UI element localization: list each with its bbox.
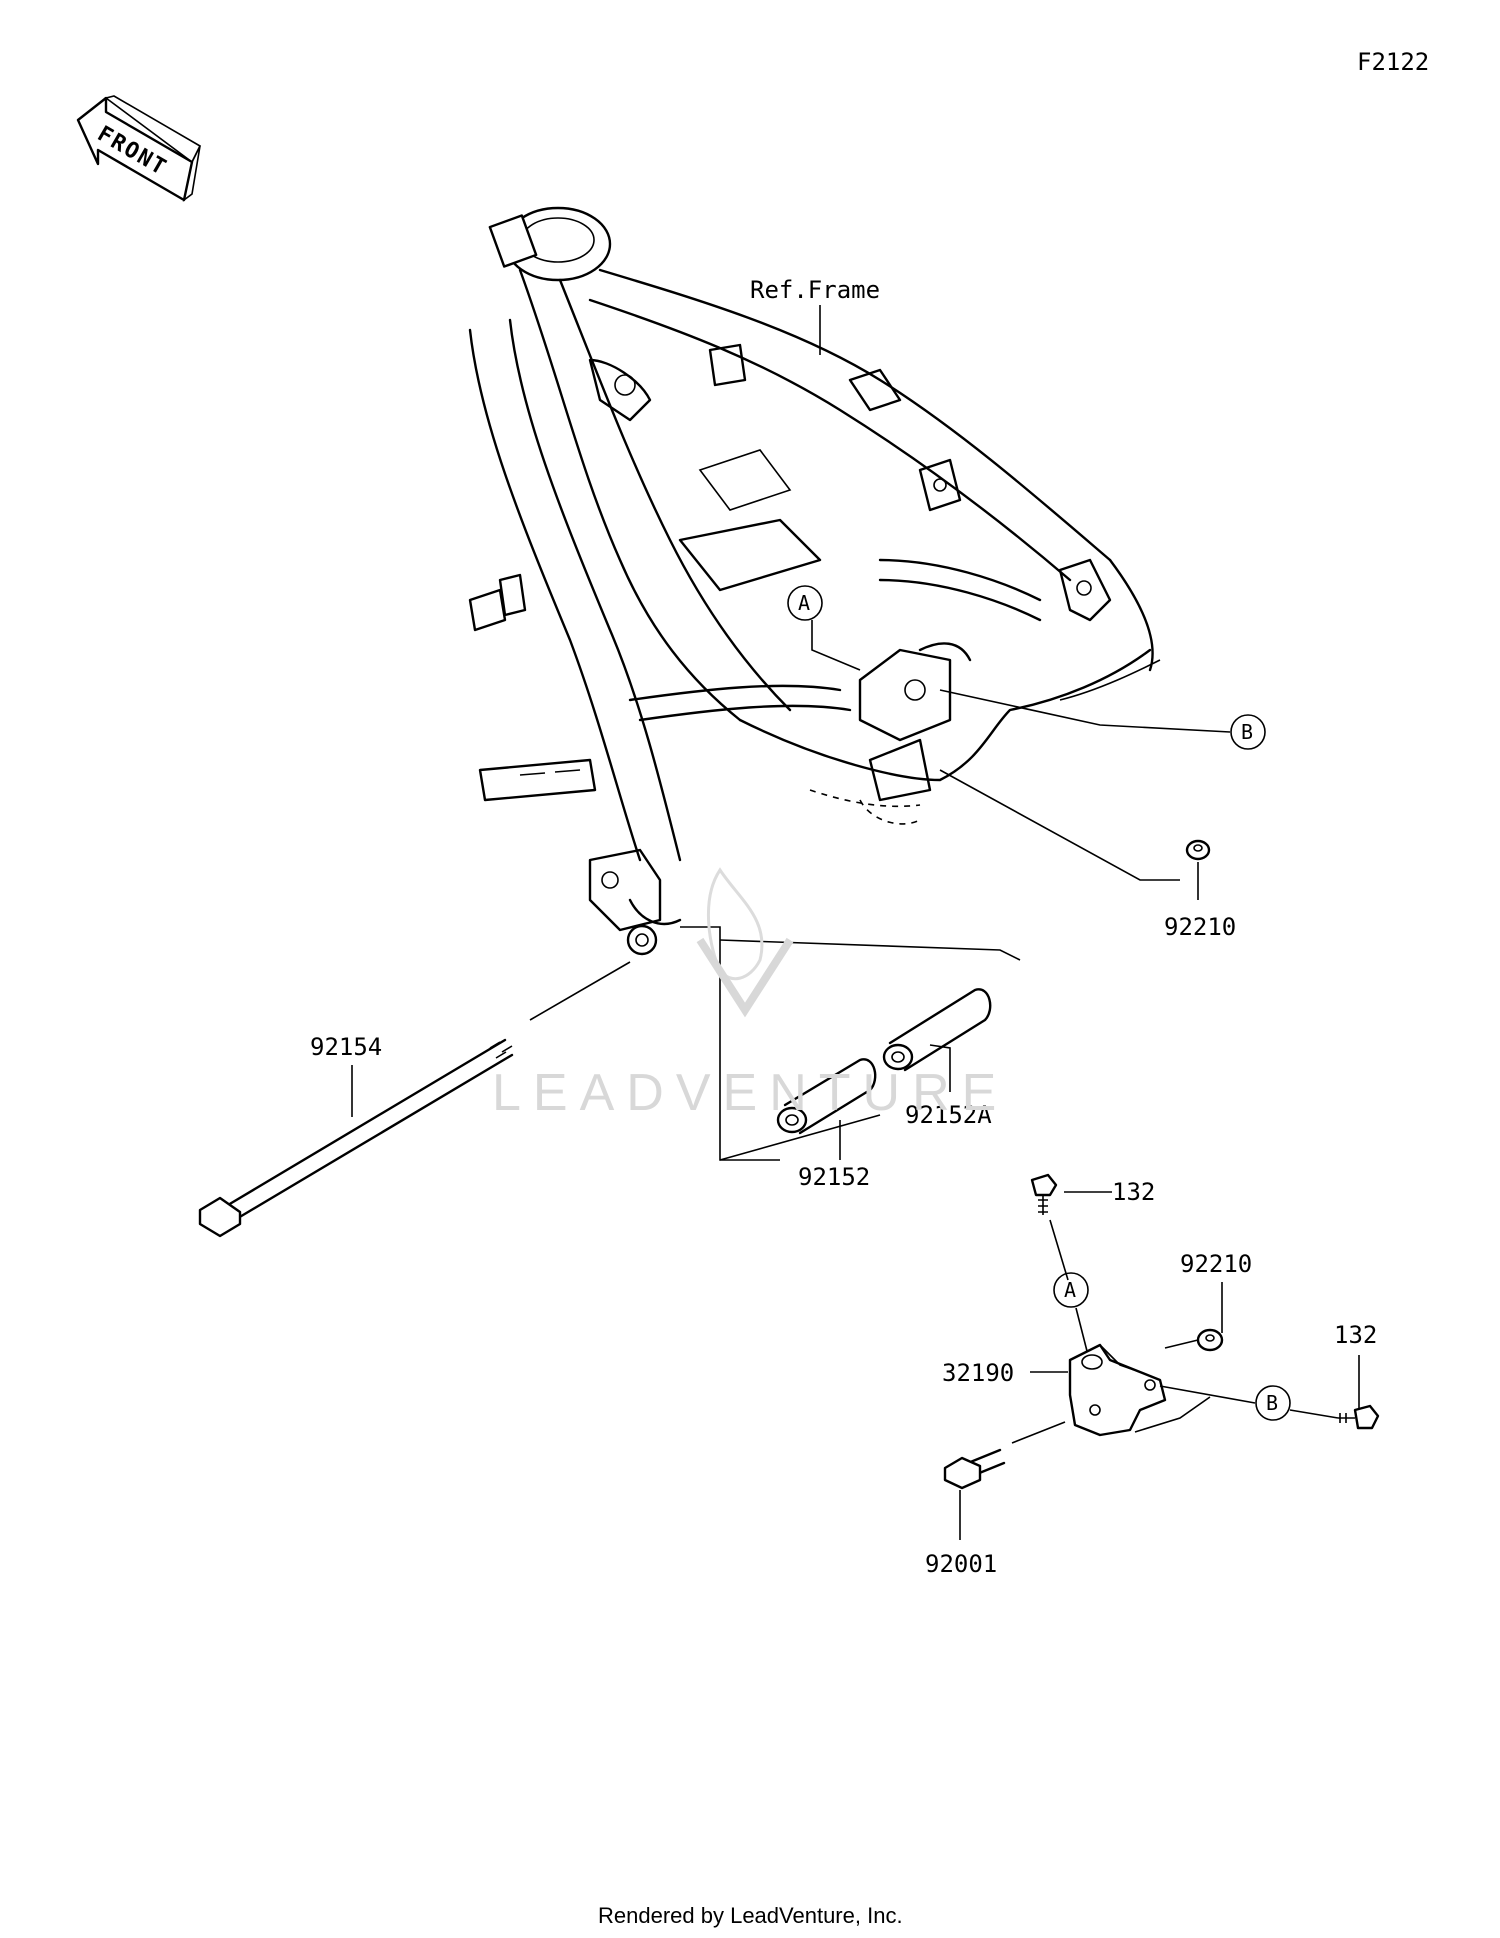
- part-92152-spacer: 92152: [776, 1058, 877, 1191]
- svg-text:132: 132: [1112, 1178, 1155, 1206]
- frame-drawing: [468, 206, 1161, 956]
- svg-text:32190: 32190: [942, 1359, 1014, 1387]
- part-132-bolt-top: 132: [1030, 1173, 1155, 1215]
- frame-ref-label: Ref.Frame: [750, 276, 880, 304]
- svg-text:92152A: 92152A: [905, 1101, 992, 1129]
- front-arrow-icon: FRONT: [76, 95, 202, 202]
- part-92210-top: 92210: [939, 769, 1236, 941]
- part-92154-bolt: 92154: [198, 961, 631, 1238]
- svg-text:92210: 92210: [1180, 1250, 1252, 1278]
- watermark-text: LEADVENTURE: [492, 1064, 1008, 1122]
- callout-a-frame: A: [787, 585, 861, 671]
- svg-text:92152: 92152: [798, 1163, 870, 1191]
- part-92001-bolt: 92001: [925, 1421, 1066, 1578]
- diagram-code: F2122: [1357, 48, 1429, 76]
- svg-text:B: B: [1266, 1391, 1278, 1415]
- footer: Rendered by LeadVenture, Inc.: [598, 1903, 903, 1928]
- svg-text:A: A: [1064, 1278, 1076, 1302]
- svg-text:92001: 92001: [925, 1550, 997, 1578]
- svg-text:B: B: [1241, 720, 1253, 744]
- part-92152a-spacer: 92152A: [882, 988, 992, 1129]
- part-32190-bracket: 32190: [942, 1343, 1256, 1437]
- svg-text:A: A: [798, 591, 810, 615]
- svg-text:92210: 92210: [1164, 913, 1236, 941]
- part-92210-bracket: 92210: [1164, 1250, 1252, 1352]
- callout-b-bracket: B: [1255, 1385, 1339, 1421]
- watermark: LEADVENTURE: [492, 867, 1008, 1122]
- svg-text:92154: 92154: [310, 1033, 382, 1061]
- callout-b-frame: B: [939, 689, 1266, 750]
- callout-a-bracket: A: [1049, 1219, 1089, 1356]
- part-132-bolt-right: 132: [1334, 1321, 1380, 1430]
- svg-text:132: 132: [1334, 1321, 1377, 1349]
